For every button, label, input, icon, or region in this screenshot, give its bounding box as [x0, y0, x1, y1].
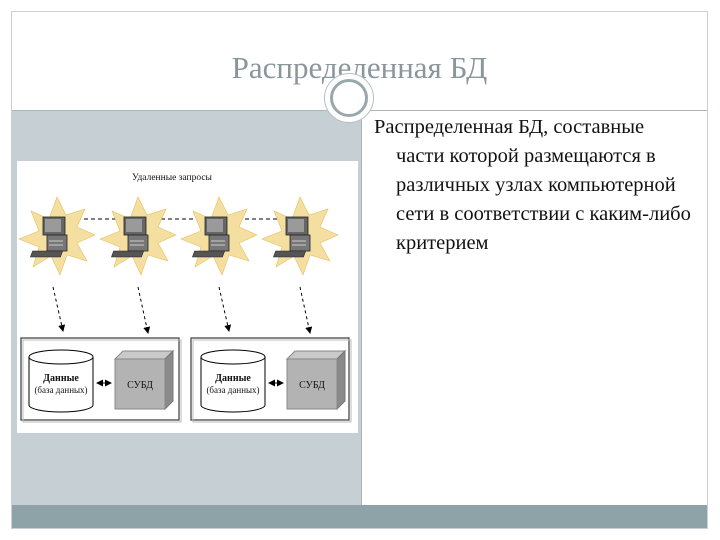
dbms-box-icon	[285, 349, 347, 411]
db-label-line1: Данные	[215, 373, 251, 384]
diagram-svg: Удаленные запросы Данные (база данных)	[17, 161, 358, 433]
database-cylinder-icon	[200, 349, 266, 413]
bottom-bar	[12, 505, 707, 528]
dbms-box-icon	[113, 349, 175, 411]
connection-arrow	[218, 286, 232, 332]
dbms-label: СУБД	[299, 380, 325, 391]
db-label-line2: (база данных)	[34, 385, 87, 395]
db-node-1: Данные (база данных) СУБД	[20, 337, 182, 423]
diagram-header: Удаленные запросы	[132, 173, 213, 183]
database-cylinder-icon	[28, 349, 94, 413]
connection-arrow	[52, 286, 66, 332]
db-label-line1: Данные	[43, 373, 79, 384]
decorative-circle-icon	[324, 73, 374, 123]
dbms-label: СУБД	[127, 380, 153, 391]
decorative-ring	[330, 79, 368, 117]
db-label-line2: (база данных)	[206, 385, 259, 395]
connection-arrow	[299, 286, 313, 334]
db-node-2: Данные (база данных) СУБД	[190, 337, 352, 423]
right-panel	[361, 111, 707, 507]
slide-body-text: Распределенная БД, составные части котор…	[374, 116, 691, 254]
distributed-db-diagram: Удаленные запросы Данные (база данных)	[17, 161, 358, 433]
connection-arrow	[137, 286, 151, 334]
